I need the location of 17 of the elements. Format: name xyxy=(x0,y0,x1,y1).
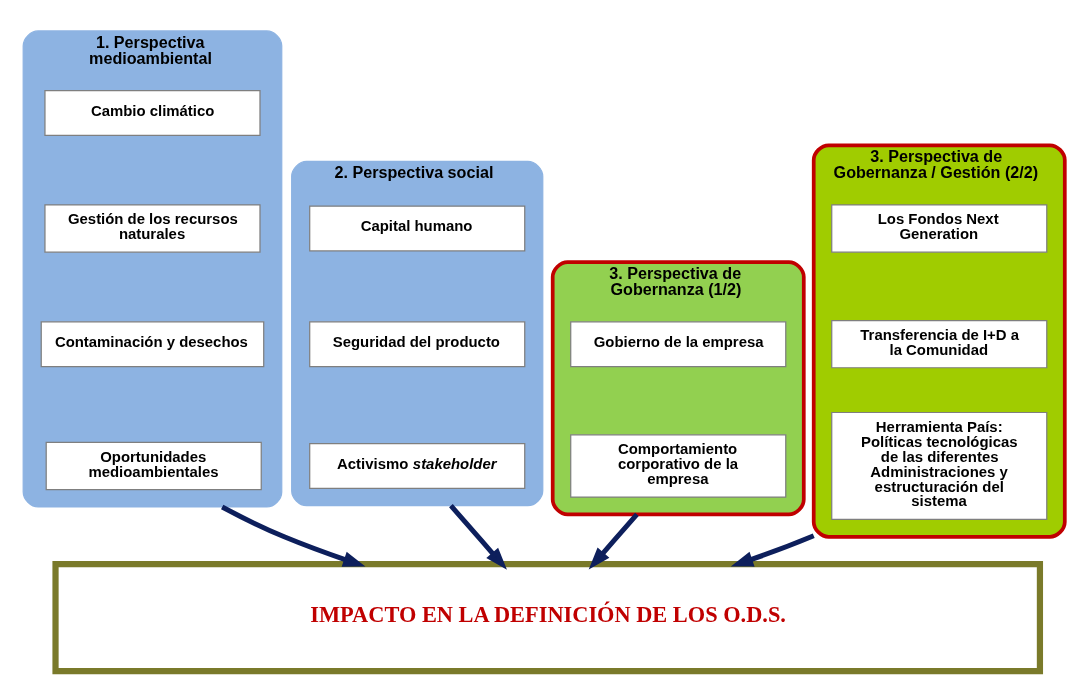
node-box: Capital humano xyxy=(309,205,526,252)
node-box: Transferencia de I+D a la Comunidad xyxy=(831,319,1048,369)
node-box: Cambio climático xyxy=(44,89,261,136)
node-box: Contaminación y desechos xyxy=(40,321,265,368)
arrow xyxy=(730,533,815,567)
node-box: Gobierno de la empresa xyxy=(570,321,787,368)
node-box: Oportunidades medioambientales xyxy=(45,441,262,491)
node-box: Gestión de los recursos naturales xyxy=(44,204,261,253)
node-box: Los Fondos Next Generation xyxy=(831,204,1048,253)
arrow xyxy=(449,504,507,570)
node-box: Activismo stakeholder xyxy=(309,442,526,489)
node-box: Comportamiento corporativo de la empresa xyxy=(570,434,787,498)
arrow xyxy=(588,512,639,570)
node-box: Herramienta País: Políticas tecnológicas de las diferentes Administraciones y estructuración del sistema xyxy=(831,411,1048,520)
node-box: Seguridad del producto xyxy=(309,321,526,368)
node-box: IMPACTO EN LA DEFINICIÓN DE LOS O.D.S. xyxy=(52,561,1044,675)
arrow xyxy=(221,504,366,567)
